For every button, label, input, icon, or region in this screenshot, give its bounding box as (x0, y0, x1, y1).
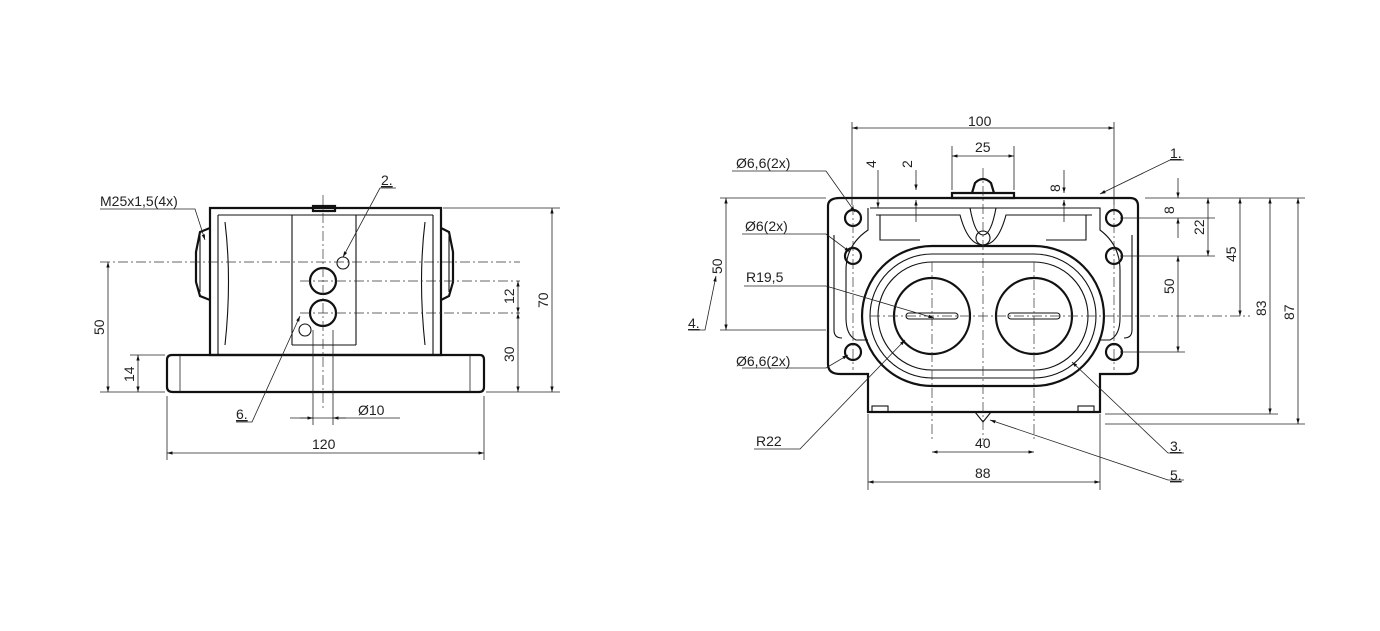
radius-inner-label: R19,5 (746, 269, 784, 285)
side-base-plate (165, 353, 486, 394)
dim-spacing-12: 12 (501, 288, 517, 304)
dim-right-87: 87 (1281, 304, 1297, 320)
side-gland-right (440, 227, 455, 301)
callout-6: 6. (236, 406, 248, 422)
dim-left-50: 50 (709, 258, 725, 274)
dim-plunger-25: 25 (975, 139, 991, 155)
dim-right-45: 45 (1223, 246, 1239, 262)
dim-top-8: 8 (1047, 184, 1063, 192)
hole-mid-label: Ø6(2x) (745, 218, 788, 234)
radius-outer-label: R22 (756, 433, 782, 449)
dim-height-50: 50 (91, 319, 107, 335)
hole-top-label: Ø6,6(2x) (736, 155, 790, 171)
callout-3: 3. (1170, 438, 1182, 454)
side-gland-left (194, 226, 211, 302)
dim-bottom-40: 40 (975, 435, 991, 451)
hole-bottom-label: Ø6,6(2x) (736, 353, 790, 369)
dim-bottom-88: 88 (975, 465, 991, 481)
dim-right-83: 83 (1253, 300, 1269, 316)
callout-2: 2. (381, 172, 393, 188)
dim-height-30: 30 (501, 346, 517, 362)
dim-right-8: 8 (1161, 206, 1177, 214)
dim-hole-diameter: Ø10 (358, 402, 385, 418)
side-housing (208, 206, 443, 357)
dim-top-2: 2 (899, 160, 915, 168)
dim-right-50: 50 (1161, 278, 1177, 294)
dim-top-4: 4 (863, 160, 879, 168)
front-flange (826, 196, 1140, 414)
dim-right-22: 22 (1191, 219, 1207, 235)
side-view: M25x1,5(4x) 2. 6. 120 Ø10 70 50 14 12 30 (91, 172, 560, 460)
front-plunger (950, 177, 1016, 200)
dim-base-14: 14 (121, 366, 137, 382)
callout-4: 4. (688, 315, 700, 331)
dim-width-120: 120 (312, 436, 336, 452)
front-oval-outer (860, 244, 1106, 388)
thread-label: M25x1,5(4x) (100, 193, 178, 209)
front-view: 100 25 4 2 8 1. 3. 5. 4. Ø6,6(2x) Ø6(2x)… (688, 113, 1305, 490)
dim-height-70: 70 (535, 292, 551, 308)
callout-5: 5. (1170, 467, 1182, 483)
dim-width-100: 100 (968, 113, 992, 129)
callout-1: 1. (1170, 145, 1182, 161)
